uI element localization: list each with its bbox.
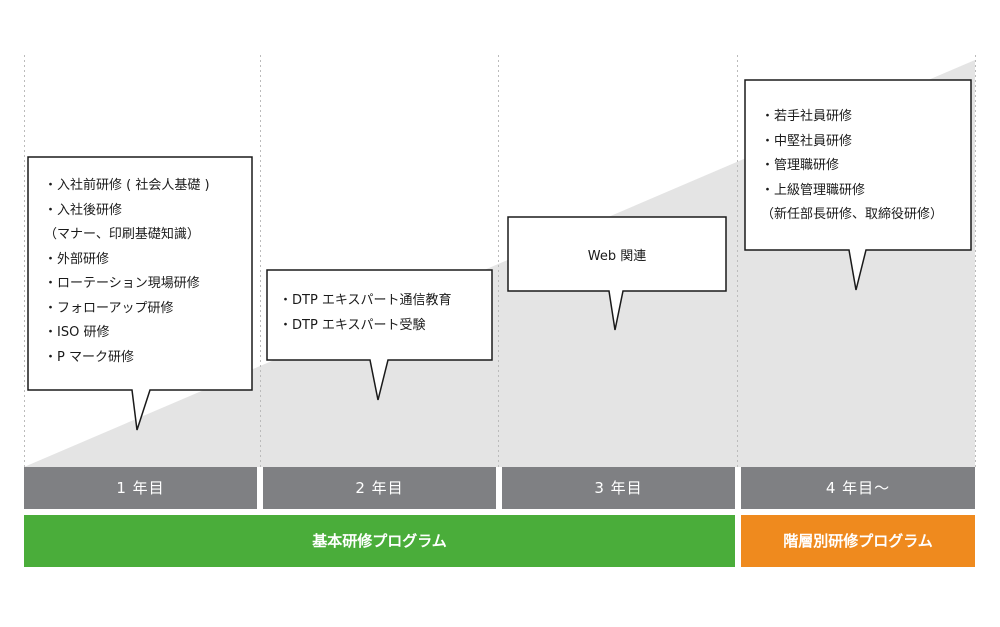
callout-bubble-year4 — [744, 79, 972, 291]
callout-bubble-year1 — [27, 156, 253, 431]
program-bar-basic — [24, 515, 735, 567]
callout-text-year4: ・若手社員研修 ・中堅社員研修 ・管理職研修 ・上級管理職研修 （新任部長研修、… — [761, 105, 943, 228]
callout-text-year1: ・入社前研修 ( 社会人基礎 ) ・入社後研修 （マナー、印刷基礎知識） ・外部… — [44, 174, 210, 370]
callout-line: ・管理職研修 — [761, 158, 840, 173]
callout-line: （新任部長研修、取締役研修） — [761, 207, 944, 222]
year-label-3: 3 年目 — [594, 479, 643, 497]
callout-line: ・上級管理職研修 — [761, 182, 866, 198]
program-label-basic: 基本研修プログラム — [312, 532, 447, 550]
year-bar-3 — [502, 467, 735, 509]
callout-line: ・ISO 研修 — [44, 325, 110, 340]
callout-line: ・P マーク研修 — [44, 349, 134, 365]
program-bar-hierarchical — [741, 515, 975, 567]
callout-line: ・DTP エキスパート受験 — [279, 317, 426, 333]
callout-line: ・入社前研修 ( 社会人基礎 ) — [44, 178, 210, 193]
callout-line: ・若手社員研修 — [761, 109, 853, 124]
callout-bubble-year2 — [266, 269, 493, 401]
program-label-hierarchical: 階層別研修プログラム — [783, 532, 933, 550]
year-bar-2 — [263, 467, 496, 509]
year-bar-4 — [741, 467, 975, 509]
year-label-4: 4 年目〜 — [825, 479, 891, 497]
callout-bubble-year3 — [507, 216, 727, 331]
callout-line: ・中堅社員研修 — [761, 133, 853, 149]
callout-line: ・入社後研修 — [44, 202, 123, 218]
callout-line: ・フォローアップ研修 — [44, 300, 174, 316]
callout-line: ・ローテーション現場研修 — [44, 276, 200, 291]
column-dividers — [24, 55, 976, 467]
year-label-1: 1 年目 — [116, 479, 165, 497]
year-bar-1 — [24, 467, 257, 509]
callout-line: ・DTP エキスパート通信教育 — [279, 293, 452, 308]
callout-text-year3: Web 関連 — [587, 249, 647, 264]
year-label-2: 2 年目 — [355, 479, 404, 497]
callout-line: ・外部研修 — [44, 251, 110, 267]
callout-line: （マナー、印刷基礎知識） — [44, 227, 200, 242]
callout-text-year2: ・DTP エキスパート通信教育 ・DTP エキスパート受験 — [279, 289, 452, 338]
